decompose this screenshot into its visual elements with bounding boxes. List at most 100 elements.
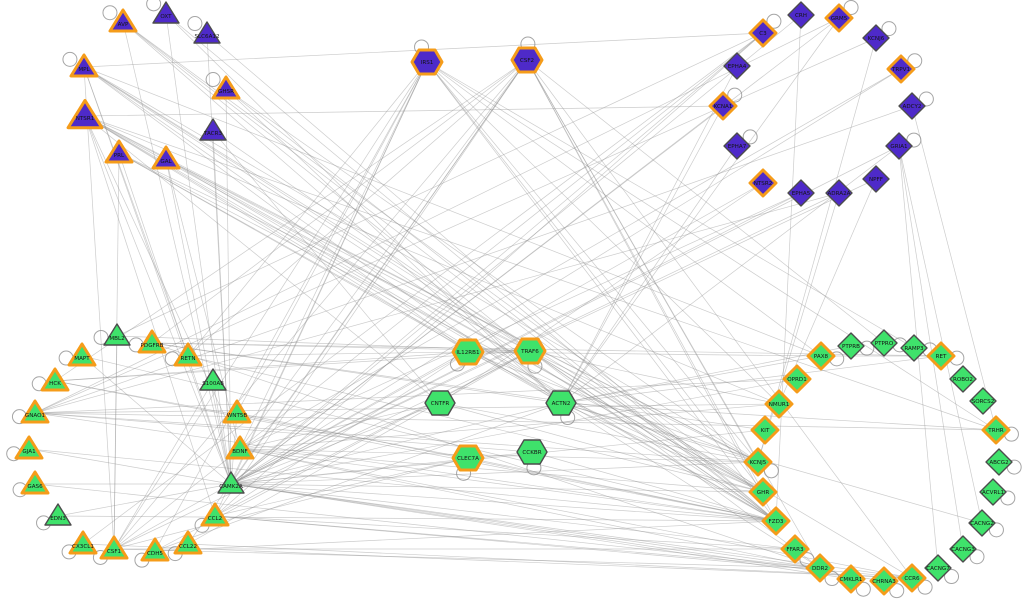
- edge-TRAF6-KCNJ5: [529, 350, 759, 463]
- diamond-shape-EPHA7: [723, 132, 751, 160]
- edge-CSF2-CSF1: [113, 59, 528, 550]
- node-SLC6A12[interactable]: SLC6A12: [193, 21, 221, 44]
- node-GNAO1[interactable]: GNAO1: [20, 399, 50, 424]
- diamond-shape-GRIA1: [885, 132, 913, 160]
- edge-CLEC7A-CCL2: [214, 457, 469, 517]
- node-CSF1[interactable]: CSF1: [99, 535, 129, 560]
- node-GRM5[interactable]: GRM5: [824, 3, 854, 33]
- node-PTPRO[interactable]: PTPRO: [870, 329, 898, 357]
- node-CX3CL1[interactable]: CX3CL1: [68, 530, 98, 555]
- node-RAMP3[interactable]: RAMP3: [900, 334, 928, 362]
- edge-CSF2-CCL22: [187, 59, 528, 545]
- diamond-shape-ABCG2: [985, 448, 1013, 476]
- node-GHSR[interactable]: GHSR: [211, 75, 241, 100]
- edge-IRS1-RETN: [187, 61, 428, 357]
- edge-MPL-PAX8: [83, 66, 822, 357]
- node-ADRA2A[interactable]: ADRA2A: [825, 179, 853, 207]
- edge-ACTN2-KCNJ5: [560, 402, 759, 463]
- edge-NTSR1-KCNJ5: [84, 115, 759, 463]
- self-loop-CMKLR1: [855, 581, 871, 597]
- edge-CSF2-BDNF: [239, 59, 528, 450]
- edge-EPHA7-ACTN2: [560, 145, 738, 404]
- diamond-shape-PTPRB: [837, 332, 865, 360]
- edge-NTSR1-CNTFR: [84, 115, 441, 404]
- node-NPFF[interactable]: NPFF: [862, 165, 890, 193]
- edge-GHSR-KCNJ5: [225, 88, 759, 463]
- edge-NTSR1-FZD3: [84, 115, 777, 522]
- node-GAS6[interactable]: GAS6: [20, 470, 50, 495]
- node-HCK[interactable]: HCK: [40, 367, 70, 392]
- node-TRAF6[interactable]: TRAF6: [513, 337, 547, 365]
- node-GJA1[interactable]: GJA1: [14, 435, 44, 460]
- node-TACR3[interactable]: TACR3: [199, 118, 227, 141]
- node-TRPV1[interactable]: TRPV1: [886, 54, 916, 84]
- triangle-shape-CAMK2A: [217, 471, 245, 494]
- node-GAL[interactable]: GAL: [151, 145, 181, 170]
- node-CNTFR[interactable]: CNTFR: [424, 390, 456, 416]
- node-MPL[interactable]: MPL: [69, 53, 99, 78]
- edge-ADRA2A-KCNJ5: [757, 192, 840, 463]
- node-PDGFRB[interactable]: PDGFRB: [137, 329, 167, 354]
- node-PAX8[interactable]: PAX8: [806, 341, 836, 371]
- edge-BDNF-KCNJ5: [239, 448, 759, 463]
- edge-ACTN2-PAX8: [560, 355, 822, 404]
- diamond-shape-ADCY2: [898, 92, 926, 120]
- node-CRH[interactable]: CRH: [787, 1, 815, 29]
- node-OPRD1[interactable]: OPRD1: [782, 364, 812, 394]
- node-TRHR[interactable]: TRHR: [981, 415, 1011, 445]
- node-CACNG3[interactable]: CACNG3: [949, 535, 977, 563]
- edge-GAL-GHR: [165, 158, 764, 493]
- edge-CRH-CAMK2A: [230, 14, 802, 485]
- triangle-shape-CCL22: [173, 530, 203, 555]
- edge-AVP-TRAF6: [122, 21, 531, 352]
- node-SORCS2[interactable]: SORCS2: [969, 387, 997, 415]
- triangle-shape-SLC6A12: [193, 21, 221, 44]
- diamond-shape-DDR2: [805, 553, 835, 583]
- node-NTSR2[interactable]: NTSR2: [748, 168, 778, 198]
- triangle-shape-RETN: [173, 342, 203, 367]
- node-EPHA7[interactable]: EPHA7: [723, 132, 751, 160]
- node-KIT[interactable]: KIT: [750, 415, 780, 445]
- node-ADCY2[interactable]: ADCY2: [898, 92, 926, 120]
- node-PTPRB[interactable]: PTPRB: [837, 332, 865, 360]
- node-NTSR1[interactable]: NTSR1: [66, 98, 104, 130]
- node-CCKBR[interactable]: CCKBR: [516, 439, 548, 465]
- node-CSF2[interactable]: CSF2: [510, 46, 544, 74]
- node-KCNJ6[interactable]: KCNJ6: [862, 24, 890, 52]
- self-loop-CACNG3: [969, 549, 985, 565]
- node-AVP[interactable]: AVP: [108, 8, 138, 33]
- edge-OXT-FZD3: [165, 13, 777, 522]
- node-CACNG7[interactable]: CACNG7: [924, 554, 952, 582]
- triangle-shape-MPL: [69, 53, 99, 78]
- node-KCNA1[interactable]: KCNA1: [708, 91, 738, 121]
- node-BDNF[interactable]: BDNF: [225, 435, 255, 460]
- diamond-shape-ACVRL1: [979, 478, 1007, 506]
- node-CMKLR1[interactable]: CMKLR1: [836, 564, 866, 594]
- node-FZD3[interactable]: FZD3: [761, 506, 791, 536]
- edge-IRS1-TRHR: [426, 61, 997, 431]
- node-CHRNA3[interactable]: CHRNA3: [869, 566, 899, 596]
- edge-CSF2-GHR: [526, 59, 764, 493]
- node-CLEC7A[interactable]: CLEC7A: [451, 444, 485, 472]
- node-GHR[interactable]: GHR: [748, 477, 778, 507]
- node-IRS1[interactable]: IRS1: [410, 48, 444, 76]
- edge-CSF2-CCR6: [526, 59, 913, 579]
- node-MAPT[interactable]: MAPT: [67, 342, 97, 367]
- edge-KCNA1-CAMK2A: [230, 105, 724, 485]
- node-ACTN2[interactable]: ACTN2: [545, 390, 577, 416]
- edge-GRIA1-CAMK2A: [230, 145, 900, 485]
- edge-CAMK2A-FFAR3: [230, 483, 796, 550]
- node-RET[interactable]: RET: [926, 341, 956, 371]
- node-C3[interactable]: C3: [748, 18, 778, 48]
- hexagon-shape-IL12RB1: [451, 338, 485, 366]
- node-OXT[interactable]: OXT: [152, 1, 180, 24]
- node-CACNG2[interactable]: CACNG2: [968, 509, 996, 537]
- node-ROBO2[interactable]: ROBO2: [949, 365, 977, 393]
- node-IL12RB1[interactable]: IL12RB1: [451, 338, 485, 366]
- node-PRL[interactable]: PRL: [104, 139, 134, 164]
- edge-CRH-FZD3: [775, 14, 802, 522]
- node-CDH5[interactable]: CDH5: [140, 537, 170, 562]
- edge-IL12RB1-KCNJ5: [467, 351, 759, 463]
- edge-MPL-IL12RB1: [83, 66, 469, 353]
